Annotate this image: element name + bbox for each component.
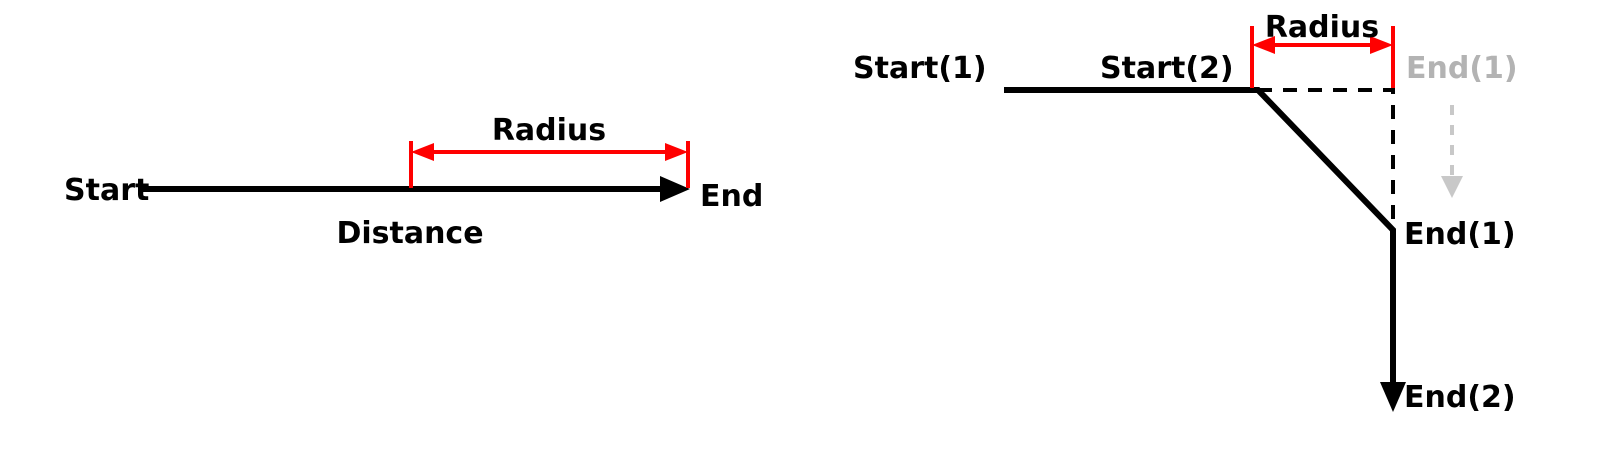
right-filleted-path [1004, 87, 1406, 412]
left-radius-arrowhead-left-icon [411, 143, 434, 161]
panel-right-two-segment: Start(1) Start(2) Radius End(1) End(1) E… [853, 10, 1518, 415]
left-start-label: Start [64, 173, 149, 208]
right-end1-label: End(1) [1404, 217, 1516, 252]
right-start2-label: Start(2) [1100, 51, 1234, 86]
panel-left-single-segment: Start End Radius Distance [64, 113, 763, 251]
right-start1-label: Start(1) [853, 51, 987, 86]
left-main-segment [141, 176, 690, 202]
right-ghost-arrowhead-icon [1441, 176, 1463, 198]
left-radius-arrowhead-right-icon [665, 143, 688, 161]
right-end1-ghost-label: End(1) [1406, 51, 1518, 86]
left-end-label: End [700, 179, 763, 214]
right-radius-arrowhead-left-icon [1252, 36, 1275, 54]
left-radius-label: Radius [492, 113, 606, 148]
right-main-polyline [1004, 87, 1396, 388]
right-radius-dimension [1250, 26, 1395, 88]
right-main-arrowhead-icon [1380, 382, 1406, 412]
right-end2-label: End(2) [1404, 380, 1516, 415]
left-distance-label: Distance [336, 216, 483, 251]
right-radius-label: Radius [1265, 10, 1379, 45]
left-main-arrowhead-icon [660, 176, 690, 202]
right-radius-arrowhead-right-icon [1370, 36, 1393, 54]
left-radius-dimension [409, 141, 690, 188]
right-ghost-end-pointer [1441, 105, 1463, 198]
right-corner-construction-path [1258, 88, 1395, 230]
